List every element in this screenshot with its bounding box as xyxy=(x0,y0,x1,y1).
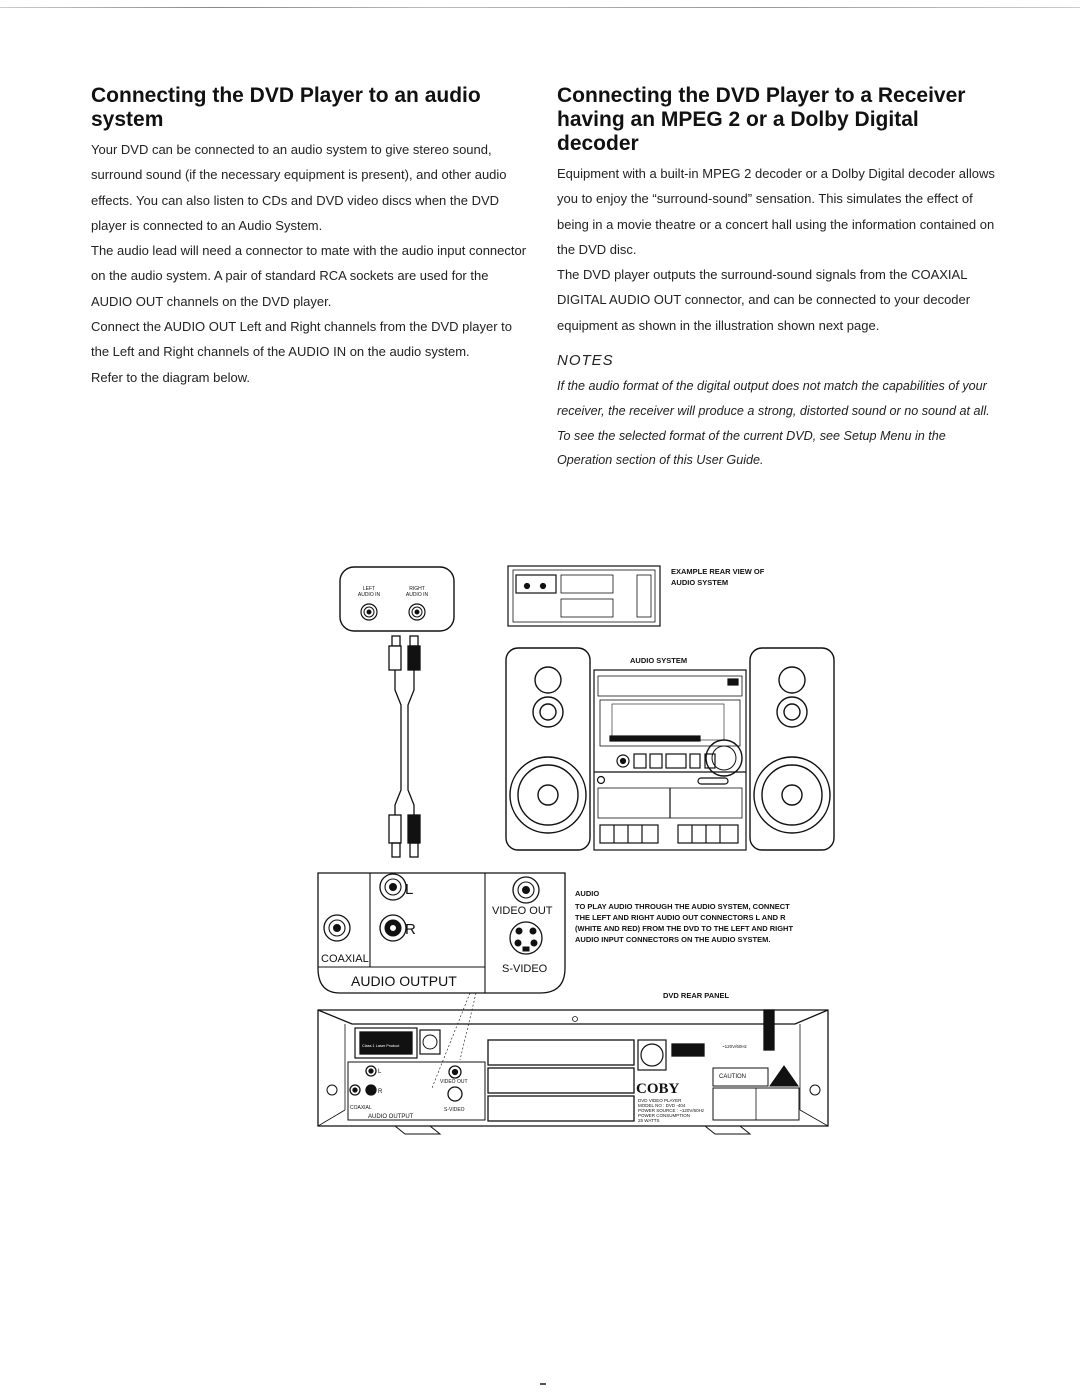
rating-line-4: POWER CONSUMPTION xyxy=(638,1113,690,1118)
panel-r-label: R xyxy=(405,921,416,938)
left-heading: Connecting the DVD Player to an audio sy… xyxy=(91,84,481,131)
small-r-label: R xyxy=(378,1089,383,1095)
audio-l-jack-icon xyxy=(379,873,407,901)
s-video-jack-icon xyxy=(509,921,543,955)
audio-in-right-label-1: RIGHT xyxy=(409,586,425,592)
dvd-output-panel xyxy=(317,872,566,994)
page-number-mark xyxy=(540,1383,546,1385)
video-out-jack-icon xyxy=(512,876,540,904)
left-speaker-icon xyxy=(505,647,591,851)
audio-note-title: AUDIO xyxy=(575,889,599,898)
left-paragraph-4: Refer to the diagram below. xyxy=(91,369,250,385)
video-out-label: VIDEO OUT xyxy=(492,905,553,917)
audio-in-panel: LEFT AUDIO IN RIGHT AUDIO IN xyxy=(339,566,455,632)
stereo-unit-icon xyxy=(593,669,747,851)
rca-cable-icon xyxy=(388,635,421,858)
top-scan-rule xyxy=(0,7,1080,8)
panel-l-label: L xyxy=(405,881,413,898)
laser-label: Class 1 Laser Product xyxy=(362,1044,400,1048)
rating-line-2: MODEL NO : DVD -404 xyxy=(638,1103,686,1108)
audio-output-label: AUDIO OUTPUT xyxy=(351,973,457,989)
audio-note-line-1: TO PLAY AUDIO THROUGH THE AUDIO SYSTEM, … xyxy=(575,902,790,911)
dvd-rear-panel-illustration xyxy=(317,1009,829,1135)
left-paragraph-2: The audio lead will need a connector to … xyxy=(91,243,527,309)
audio-in-right-label-2: AUDIO IN xyxy=(406,592,429,598)
s-video-label: S-VIDEO xyxy=(502,963,548,975)
rear-view-caption-2: AUDIO SYSTEM xyxy=(671,578,728,587)
audio-r-jack-icon xyxy=(379,914,407,942)
small-coaxial-label: COAXIAL xyxy=(350,1105,372,1111)
audio-note-line-4: AUDIO INPUT CONNECTORS ON THE AUDIO SYST… xyxy=(575,935,770,944)
rating-line-5: 25 WATTS xyxy=(638,1118,660,1123)
right-paragraph-2: The DVD player outputs the surround-soun… xyxy=(557,267,971,333)
voltage-label: ~120V/60Hz xyxy=(722,1044,748,1049)
audio-in-right-jack-icon xyxy=(408,603,426,621)
zoom-line-left xyxy=(431,992,471,1089)
small-s-video-label: S-VIDEO xyxy=(444,1107,465,1113)
audio-in-left-label-2: AUDIO IN xyxy=(358,592,381,598)
small-l-label: L xyxy=(378,1069,382,1075)
right-column: Connecting the DVD Player to a Receiver … xyxy=(557,84,997,473)
audio-note-line-3: (WHITE AND RED) FROM THE DVD TO THE LEFT… xyxy=(575,924,793,933)
caution-label: CAUTION xyxy=(719,1074,746,1080)
dvd-rear-panel-label: DVD REAR PANEL xyxy=(663,991,730,1000)
right-paragraph-1: Equipment with a built-in MPEG 2 decoder… xyxy=(557,166,995,257)
small-video-out-label: VIDEO OUT xyxy=(440,1079,468,1085)
rating-line-1: DVD VIDEO PLAYER xyxy=(638,1098,682,1103)
audio-in-left-label-1: LEFT xyxy=(363,586,375,592)
notes-heading: NOTES xyxy=(557,352,614,370)
left-paragraph-1: Your DVD can be connected to an audio sy… xyxy=(91,142,507,233)
audio-note-line-2: THE LEFT AND RIGHT AUDIO OUT CONNECTORS … xyxy=(575,913,786,922)
coaxial-label: COAXIAL xyxy=(321,953,369,965)
brand-logo: COBY xyxy=(636,1081,680,1097)
notes-text: If the audio format of the digital outpu… xyxy=(557,379,990,468)
small-audio-output-label: AUDIO OUTPUT xyxy=(368,1114,414,1120)
rating-line-3: POWER SOURCE : ~120V/60Hz xyxy=(638,1108,705,1113)
audio-system-label: AUDIO SYSTEM xyxy=(630,656,687,665)
zoom-line-right xyxy=(459,992,477,1061)
left-column: Connecting the DVD Player to an audio sy… xyxy=(91,84,531,390)
rear-view-illustration xyxy=(507,565,661,627)
coaxial-jack-icon xyxy=(323,914,351,942)
audio-in-left-jack-icon xyxy=(360,603,378,621)
left-paragraph-3: Connect the AUDIO OUT Left and Right cha… xyxy=(91,319,513,360)
rear-view-caption-1: EXAMPLE REAR VIEW OF xyxy=(671,567,765,576)
right-heading: Connecting the DVD Player to a Receiver … xyxy=(557,84,966,155)
right-speaker-icon xyxy=(749,647,835,851)
